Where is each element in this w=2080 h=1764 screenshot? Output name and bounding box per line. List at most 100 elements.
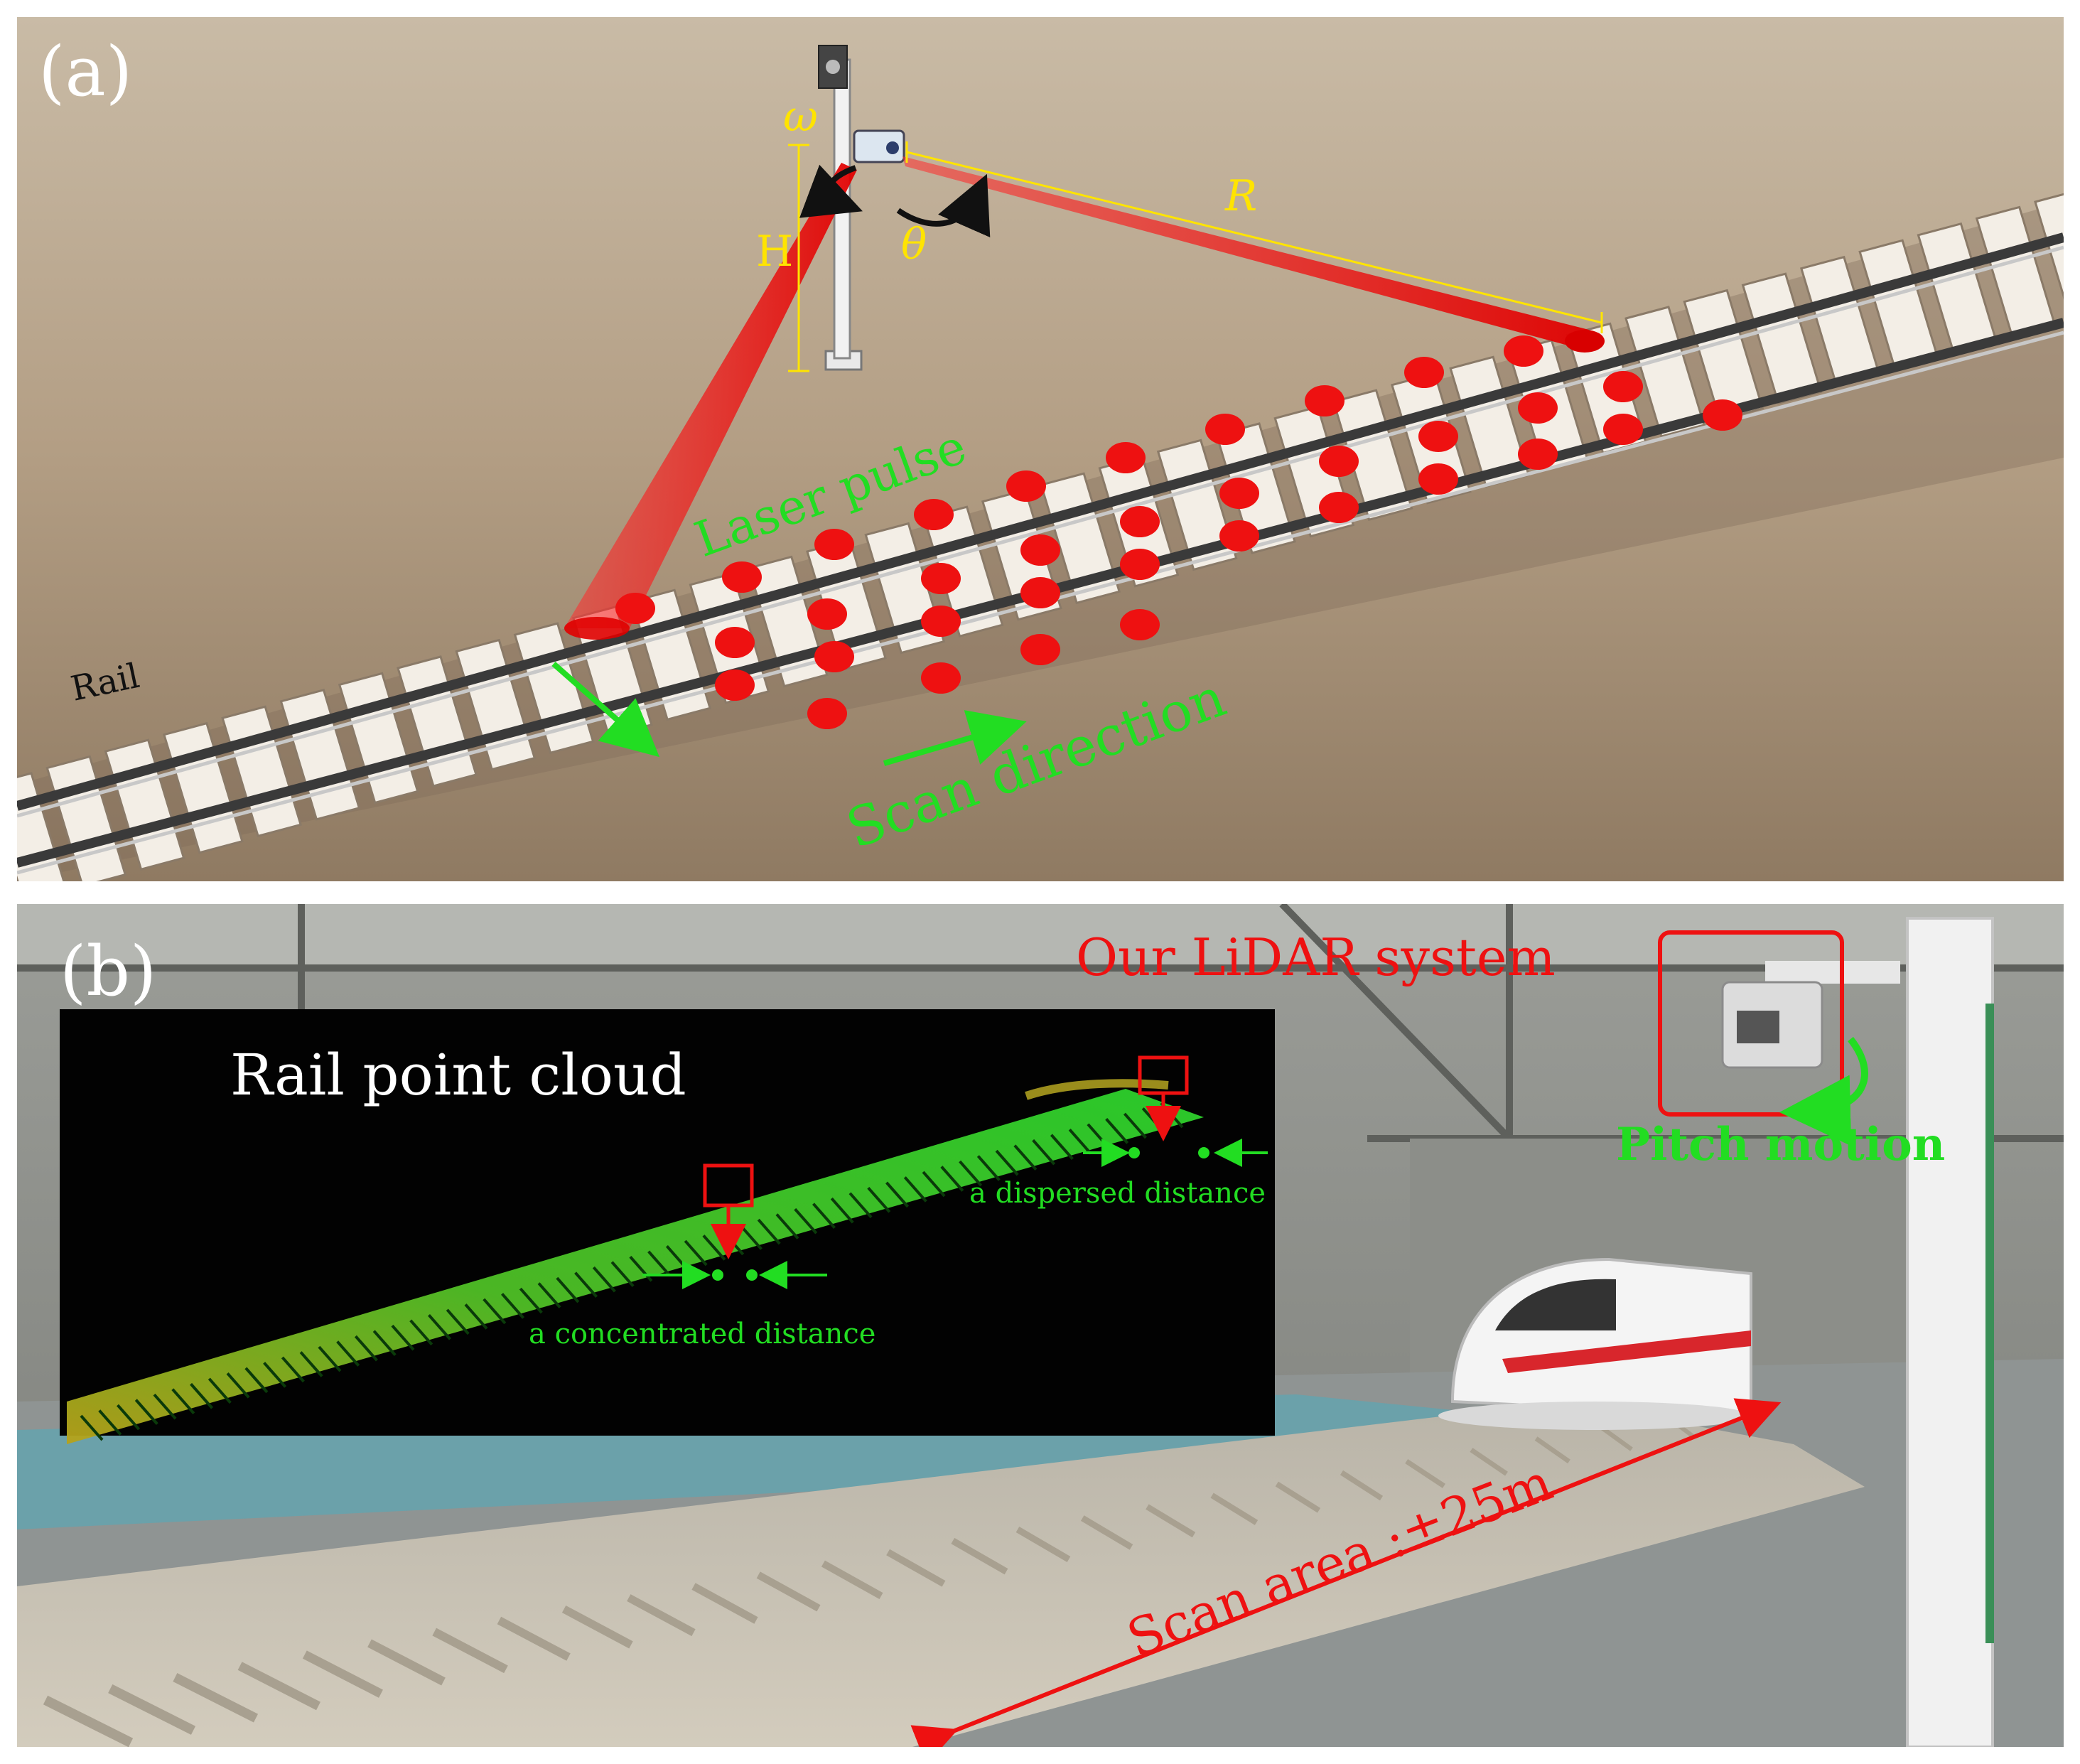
cloud-sleeper	[427, 1313, 451, 1340]
laser-beam-near	[564, 163, 857, 628]
scan-point	[1418, 421, 1458, 452]
rail-left	[17, 232, 2064, 811]
cloud-sleeper	[940, 1166, 964, 1192]
scan-point	[1020, 577, 1060, 608]
train-skirt	[1438, 1402, 1751, 1430]
cloud-sleeper	[1123, 1112, 1147, 1139]
lidar-system-highlight-box	[1658, 930, 1844, 1117]
scan-point	[921, 662, 961, 694]
cloud-sleeper	[318, 1345, 342, 1372]
scan-point	[1319, 446, 1359, 477]
floor-sleeper	[432, 1628, 508, 1674]
mast-top-device	[818, 45, 848, 89]
concentrated-spacing-marker	[642, 1261, 827, 1289]
scan-point	[807, 698, 847, 729]
cloud-sleeper	[976, 1155, 1001, 1181]
laser-beam-far	[902, 156, 1589, 351]
cloud-sleeper	[794, 1208, 818, 1235]
cloud-sleeper	[483, 1298, 507, 1325]
range-dimension-line	[906, 151, 1602, 324]
floor-sleeper	[108, 1684, 196, 1735]
floor-sleeper	[173, 1673, 259, 1723]
scan-point	[1518, 392, 1558, 424]
omega-rotation-arrow	[799, 164, 863, 218]
scan-point	[615, 593, 655, 624]
cloud-sleeper	[372, 1330, 397, 1357]
scan-point	[1603, 371, 1643, 402]
cloud-sleeper	[190, 1382, 214, 1409]
cloud-sleeper	[171, 1388, 195, 1415]
scan-point	[921, 606, 961, 637]
floor-sleeper	[691, 1583, 758, 1624]
cloud-sleeper	[98, 1409, 122, 1436]
cloud-sleeper	[812, 1203, 836, 1230]
panel-a-illustration: (a) ω H θ R Rail Laser pulse Scan direct…	[17, 17, 2064, 881]
train-windshield	[1495, 1279, 1616, 1330]
scan-area-arrow	[910, 1398, 1782, 1747]
cloud-sleeper	[995, 1149, 1019, 1176]
cloud-sleeper	[629, 1255, 653, 1282]
cloud-sleeper	[922, 1171, 946, 1198]
scan-point	[807, 598, 847, 630]
sleeper	[1040, 472, 1121, 605]
scan-points	[615, 335, 1742, 729]
rail-left-head	[17, 245, 2064, 818]
scan-direction-arrow	[883, 710, 1027, 766]
point-cloud-inset	[60, 1009, 1275, 1444]
cloud-sleeper	[903, 1176, 927, 1203]
cloud-sleeper	[226, 1372, 250, 1399]
floor-sleeper	[237, 1662, 320, 1711]
train-stripe	[1502, 1330, 1751, 1373]
point-cloud-sleepers	[80, 1102, 1184, 1441]
cloud-sleeper	[537, 1282, 561, 1308]
scan-point	[814, 641, 854, 672]
concentrated-distance-label: a concentrated distance	[529, 1318, 875, 1350]
scan-point	[715, 627, 755, 658]
dispersed-distance-label: a dispersed distance	[969, 1177, 1266, 1210]
scan-point	[1006, 470, 1046, 502]
floor-sleeper	[756, 1571, 821, 1612]
lidar-system-label: Our LiDAR system	[1076, 927, 1556, 987]
theta-symbol: θ	[901, 220, 927, 269]
scan-point	[1518, 439, 1558, 470]
cloud-sleeper	[409, 1319, 433, 1346]
cloud-sleeper	[885, 1181, 910, 1208]
scan-point	[1020, 634, 1060, 665]
cloud-sleeper	[647, 1250, 672, 1277]
lidar-scanner-lens	[886, 141, 899, 154]
height-symbol: H	[756, 227, 793, 276]
floor-sleeper	[43, 1695, 134, 1747]
range-symbol: R	[1224, 171, 1257, 221]
scan-point	[1418, 463, 1458, 495]
cloud-sleeper	[592, 1266, 616, 1293]
hall-ceiling	[17, 904, 2064, 968]
sleeper	[1156, 439, 1238, 571]
cloud-sleeper	[263, 1362, 287, 1388]
panel-a-label: (a)	[38, 32, 132, 112]
omega-symbol: ω	[783, 92, 818, 141]
dimension-lines	[788, 141, 1603, 372]
laser-spot-far	[1565, 330, 1605, 353]
tower-pole	[1906, 917, 1994, 1747]
sleeper	[1332, 389, 1413, 521]
scan-point	[1603, 414, 1643, 445]
tower-arm	[1765, 961, 1900, 984]
cloud-sleeper	[775, 1213, 799, 1239]
laser-spot-near	[564, 617, 630, 640]
scan-point	[1120, 549, 1160, 580]
cloud-sleeper	[464, 1303, 488, 1330]
sleeper	[455, 638, 537, 771]
cloud-sleeper	[574, 1271, 598, 1298]
floor-sleeper	[627, 1594, 696, 1637]
floor-sleeper	[367, 1639, 446, 1686]
cloud-sleeper	[867, 1186, 891, 1213]
scan-point	[1205, 414, 1245, 445]
scan-point	[814, 529, 854, 560]
scan-point	[1120, 609, 1160, 640]
theta-rotation-arrow	[896, 173, 991, 238]
scan-point	[722, 561, 762, 593]
cloud-sleeper	[281, 1356, 305, 1383]
cloud-sleeper	[556, 1276, 580, 1303]
point-cloud-title: Rail point cloud	[230, 1042, 686, 1108]
cloud-sleeper	[848, 1192, 873, 1219]
